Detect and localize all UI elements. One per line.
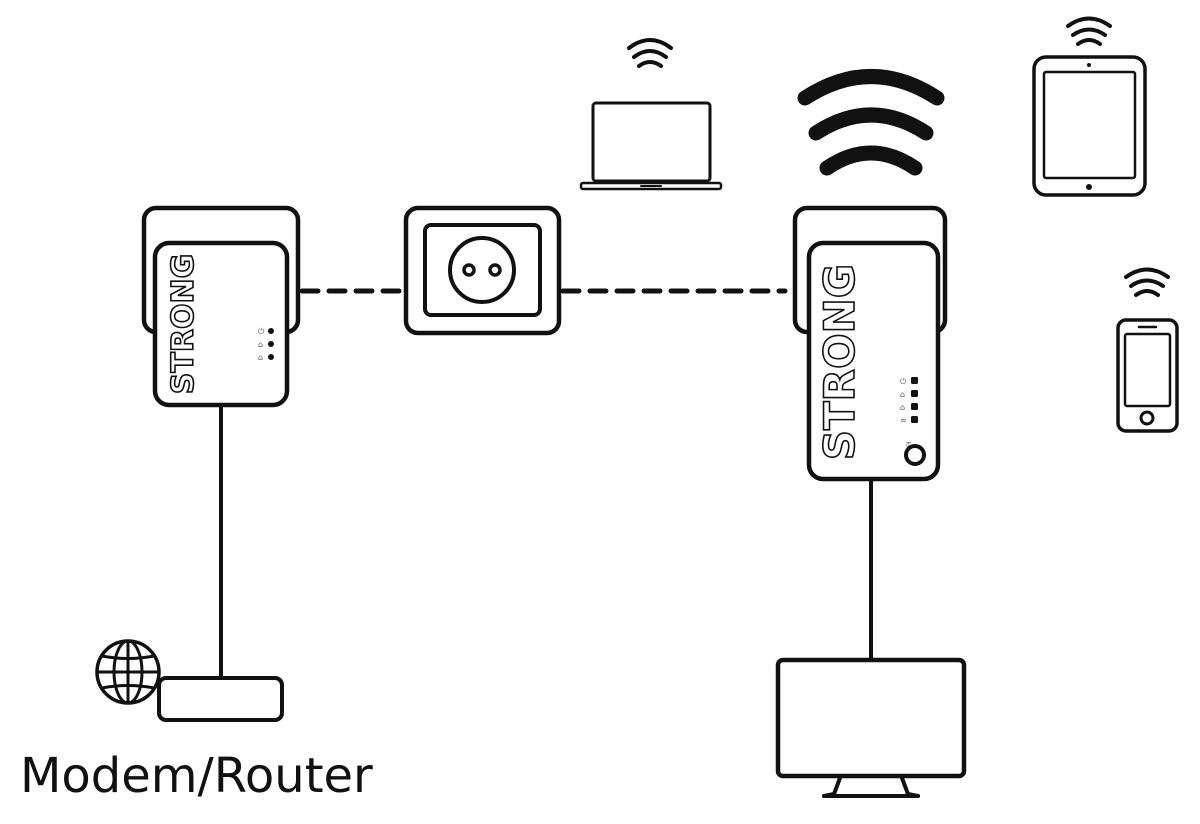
adapter-right-brand: STRONG [815, 264, 864, 461]
modem-router-label: Modem/Router [20, 748, 373, 804]
smartphone-wifi-icon [1124, 267, 1170, 297]
laptop-icon [579, 101, 723, 191]
tv-monitor-icon [775, 657, 967, 798]
svg-text:⌂: ⌂ [900, 403, 905, 412]
powerline-adapter-right: STRONG ⏻ ⌂ ⌂ ≈ ⚿ [792, 205, 948, 482]
wifi-signal-large-icon [797, 69, 945, 176]
svg-text:⌂: ⌂ [258, 340, 263, 349]
tablet-icon [1032, 55, 1147, 197]
adapter-left-brand: STRONG [166, 254, 201, 394]
globe-icon [95, 639, 161, 705]
adapter-left-status-leds: ⏻ ⌂ ⌂ [258, 327, 274, 362]
adapter-right-status-leds: ⏻ ⌂ ⌂ ≈ [900, 377, 918, 425]
svg-text:⌂: ⌂ [258, 353, 263, 362]
svg-text:⏻: ⏻ [900, 377, 907, 386]
laptop-wifi-icon [627, 38, 673, 68]
svg-text:≈: ≈ [900, 416, 907, 425]
adapter-right-pair-button-icon: ⚿ [904, 441, 926, 466]
svg-text:⚿: ⚿ [906, 441, 912, 449]
wall-socket-icon [403, 205, 562, 336]
svg-text:⏻: ⏻ [258, 327, 265, 336]
modem-router-icon [157, 676, 284, 722]
tablet-wifi-icon [1066, 16, 1112, 46]
powerline-adapter-left: STRONG ⏻ ⌂ ⌂ [141, 205, 301, 408]
svg-text:⌂: ⌂ [900, 390, 905, 399]
smartphone-icon [1116, 318, 1179, 433]
